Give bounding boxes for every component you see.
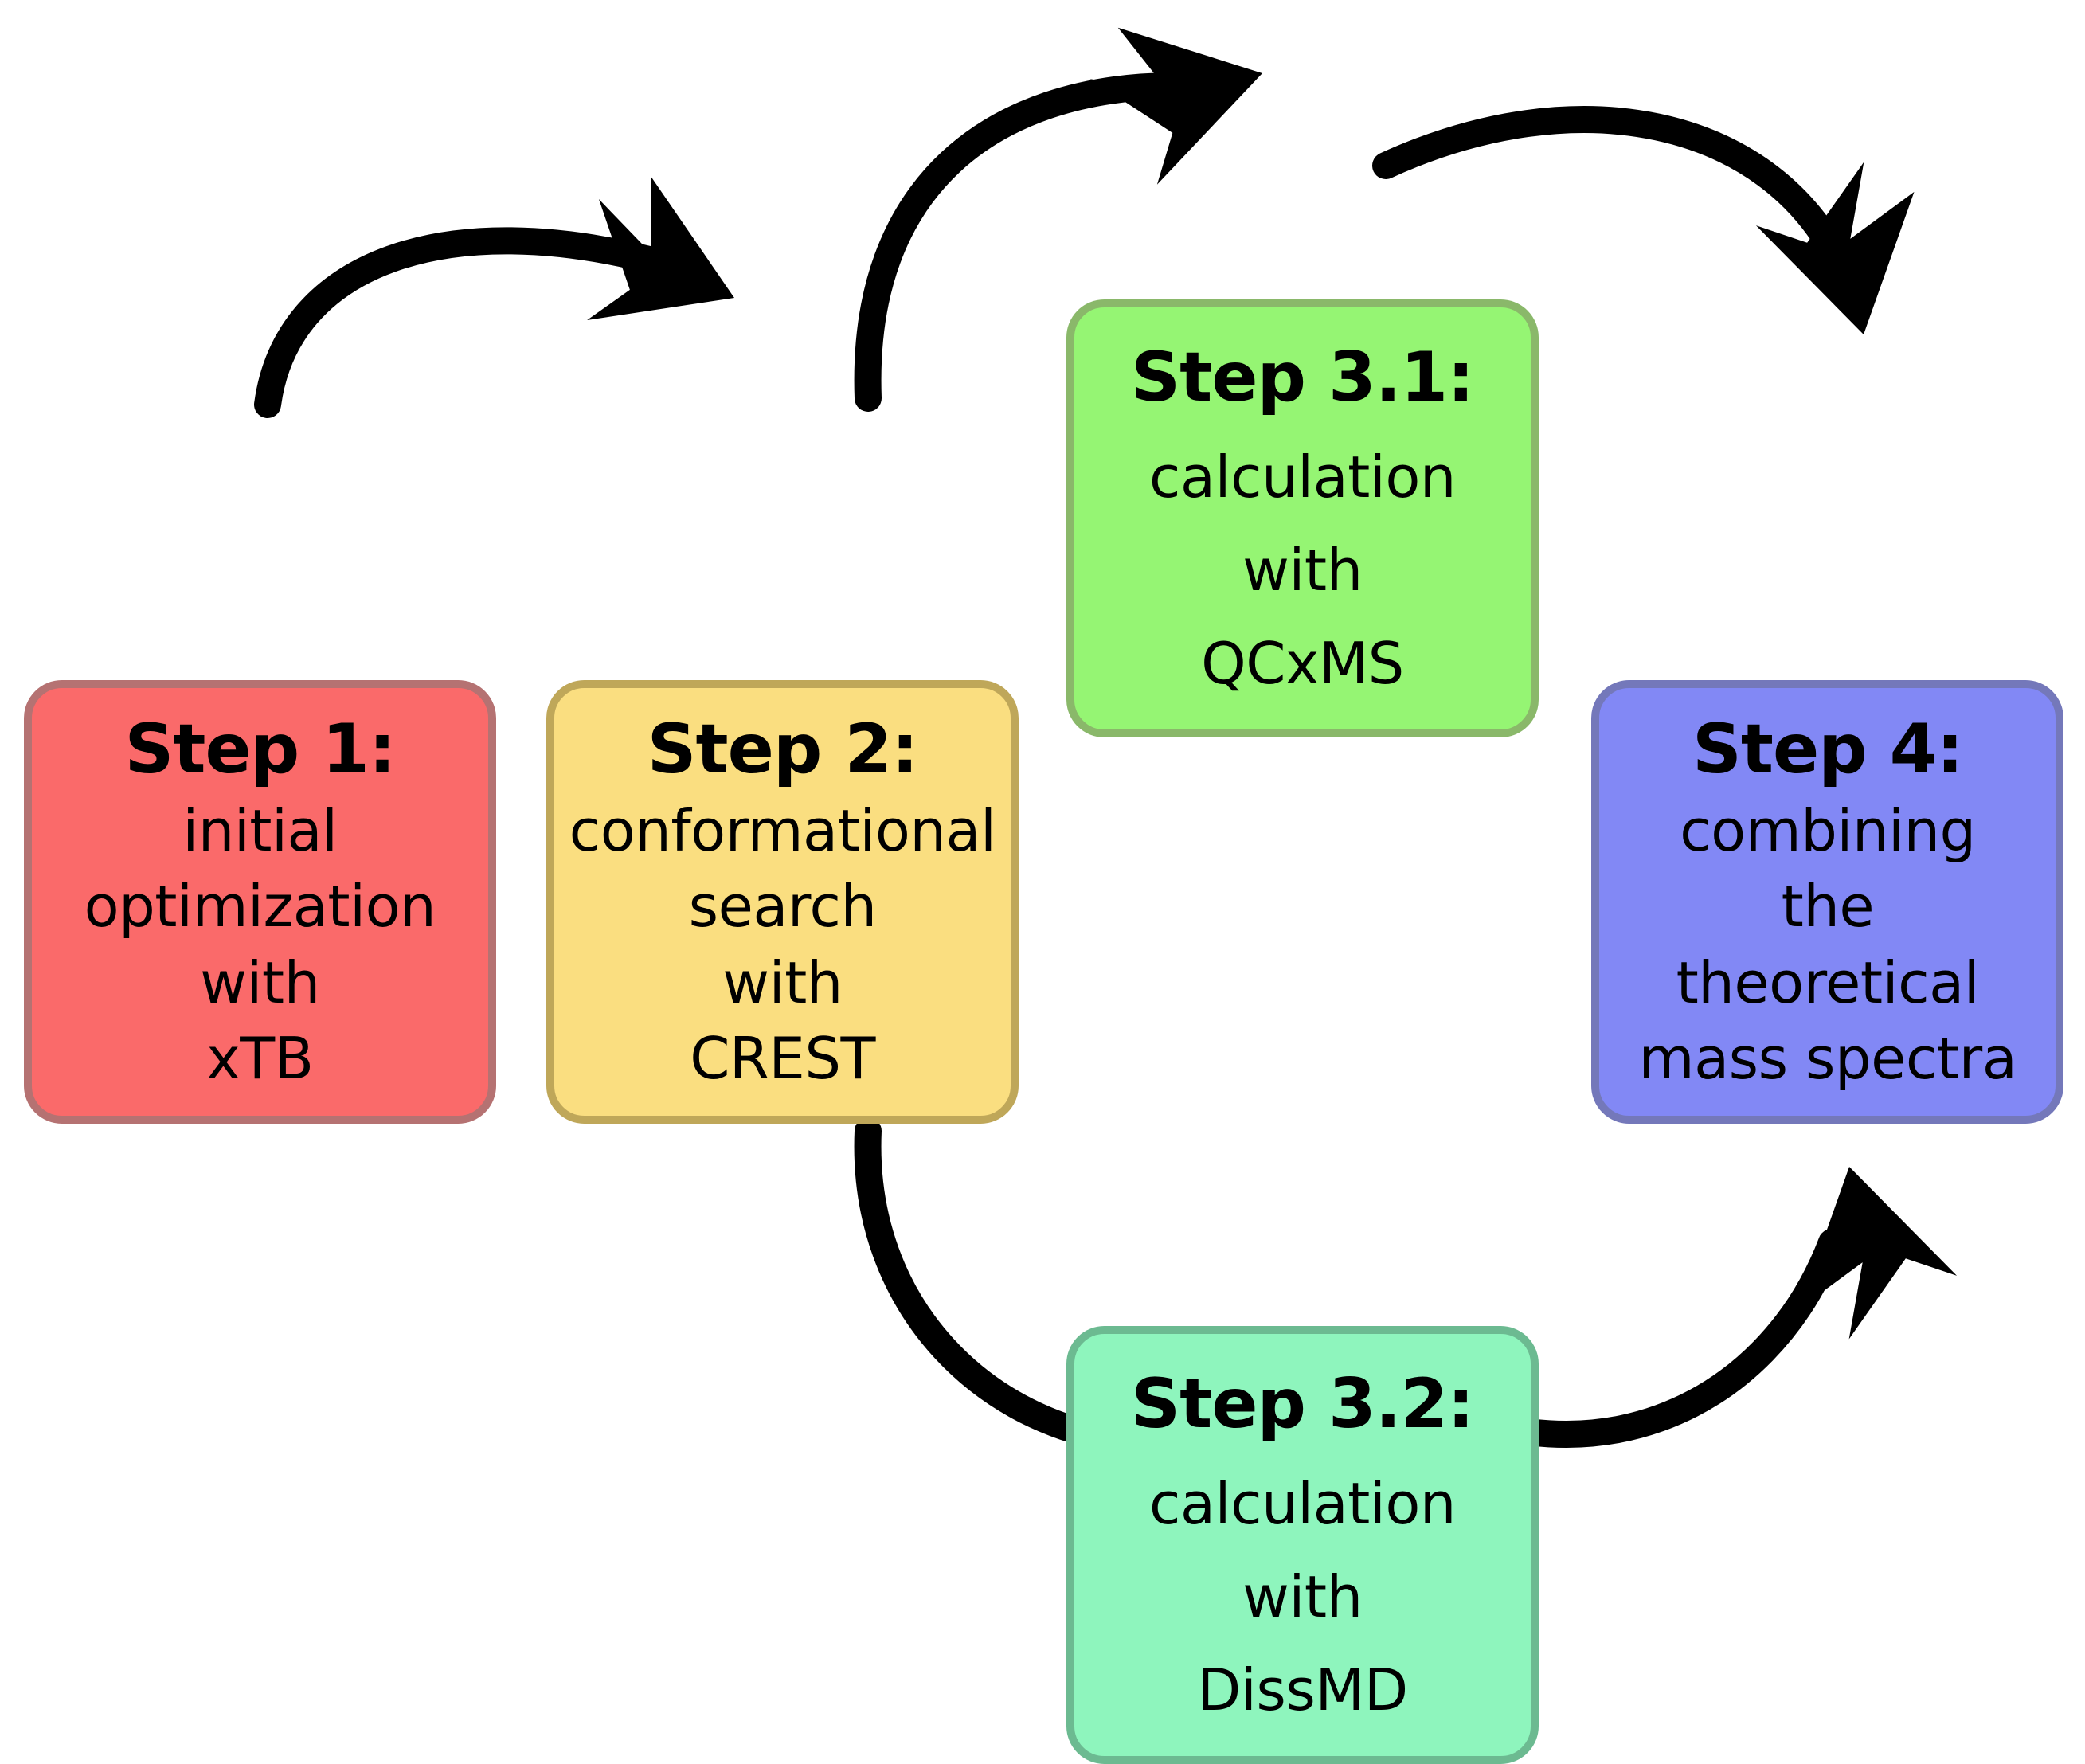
node-step-1-line-1: initial xyxy=(182,797,338,865)
node-step-3-1-line-1: calculation xyxy=(1148,443,1457,510)
node-step-4-line-3: theoretical xyxy=(1676,948,1980,1016)
node-step-1-line-3: with xyxy=(200,948,320,1016)
node-step-3-2-line-3: DissMD xyxy=(1197,1656,1408,1724)
node-step-1-title: Step 1: xyxy=(124,710,397,790)
node-step-2[interactable]: Step 2: conformational search with CREST xyxy=(546,680,1019,1124)
node-step-4-title: Step 4: xyxy=(1692,710,1964,790)
node-step-3-2-title: Step 3.2: xyxy=(1131,1364,1474,1445)
node-step-3-1[interactable]: Step 3.1: calculation with QCxMS xyxy=(1066,299,1539,737)
node-step-3-2-line-1: calculation xyxy=(1148,1469,1457,1537)
arrow-step2-to-step31 xyxy=(854,0,1283,412)
node-step-3-2[interactable]: Step 3.2: calculation with DissMD xyxy=(1066,1326,1539,1764)
node-step-4[interactable]: Step 4: combining the theoretical mass s… xyxy=(1591,680,2064,1124)
node-step-3-1-line-3: QCxMS xyxy=(1201,630,1404,698)
node-step-2-line-4: CREST xyxy=(690,1024,875,1092)
node-step-1[interactable]: Step 1: initial optimization with xTB xyxy=(23,680,496,1124)
node-step-4-line-1: combining xyxy=(1680,797,1976,865)
node-step-3-2-line-2: with xyxy=(1242,1563,1363,1630)
node-step-2-title: Step 2: xyxy=(647,710,919,790)
node-step-2-line-2: search xyxy=(688,873,877,941)
node-step-4-line-4: mass spectra xyxy=(1638,1024,2017,1092)
arrow-step31-to-step4 xyxy=(1372,106,1942,352)
node-step-3-1-line-2: with xyxy=(1242,536,1363,604)
node-step-2-line-1: conformational xyxy=(569,797,996,865)
flowchart-canvas: Step 1: initial optimization with xTB St… xyxy=(23,0,2064,1764)
node-step-4-line-2: the xyxy=(1781,873,1875,941)
arrow-step1-to-step2 xyxy=(254,161,766,418)
node-step-2-line-3: with xyxy=(722,948,843,1016)
node-step-1-line-4: xTB xyxy=(206,1024,314,1092)
node-step-1-line-2: optimization xyxy=(84,873,436,941)
node-step-3-1-title: Step 3.1: xyxy=(1131,338,1474,418)
